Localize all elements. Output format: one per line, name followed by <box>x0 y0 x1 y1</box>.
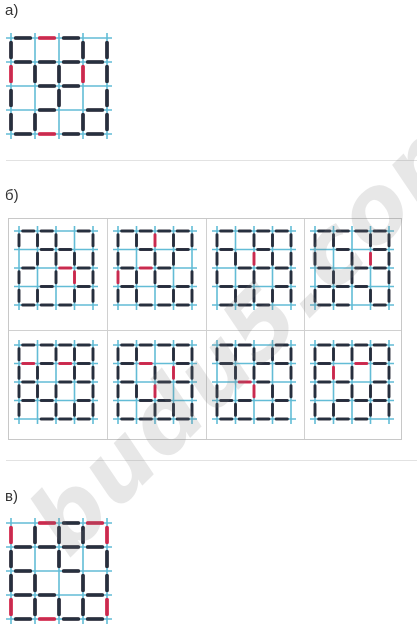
part-v-label: в) <box>5 488 18 505</box>
match-grid-svg <box>14 226 98 310</box>
match-grid-a <box>6 33 112 139</box>
match-grid-svg <box>212 226 296 310</box>
match-grid-svg <box>14 340 98 424</box>
match-grid-b5 <box>14 340 98 424</box>
match-grid-b3 <box>212 226 296 310</box>
match-grid-svg <box>113 226 197 310</box>
divider <box>6 460 417 461</box>
match-grid-svg <box>310 226 394 310</box>
match-grid-b4 <box>310 226 394 310</box>
match-grid-b8 <box>310 340 394 424</box>
match-grid-b2 <box>113 226 197 310</box>
part-b-label: б) <box>5 187 19 204</box>
options-table <box>8 218 402 440</box>
match-grid-b6 <box>113 340 197 424</box>
divider <box>6 160 417 161</box>
match-grid-svg <box>212 340 296 424</box>
match-grid-b7 <box>212 340 296 424</box>
match-grid-svg <box>6 33 112 139</box>
part-a-label: а) <box>5 2 19 19</box>
match-grid-svg <box>6 518 112 624</box>
match-grid-svg <box>310 340 394 424</box>
match-grid-svg <box>113 340 197 424</box>
match-grid-b1 <box>14 226 98 310</box>
match-grid-v <box>6 518 112 624</box>
